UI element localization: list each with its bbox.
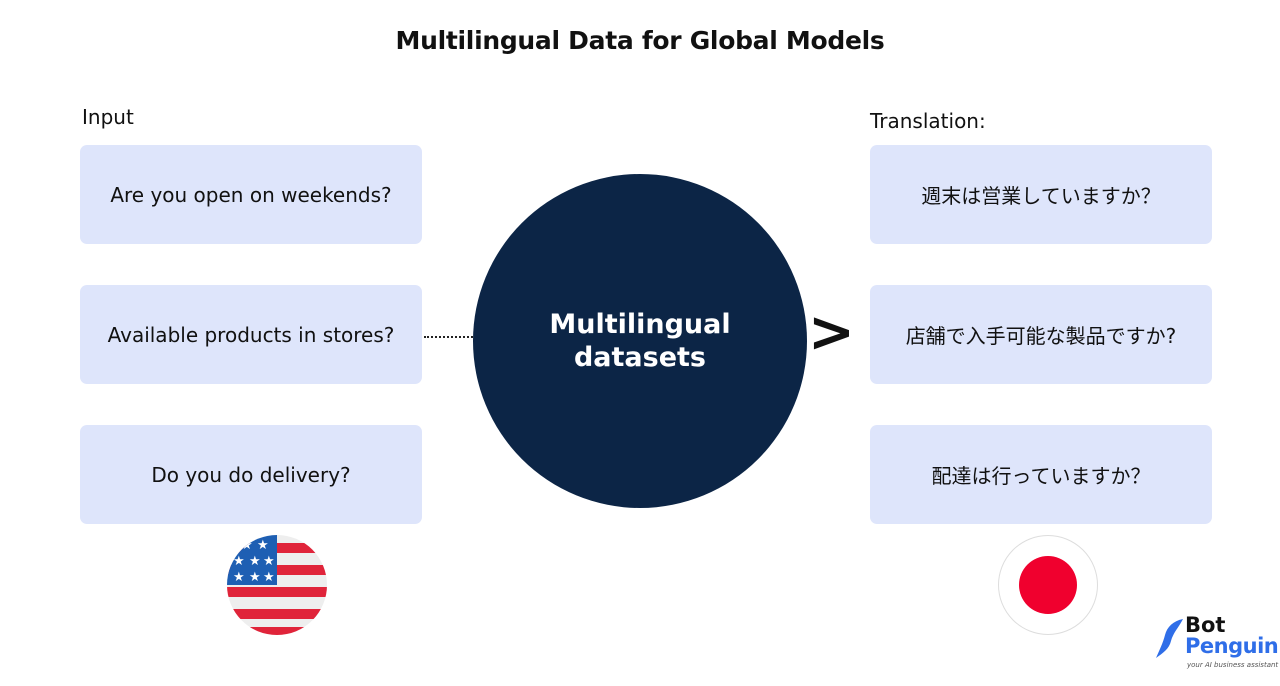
logo-penguin: Penguin xyxy=(1185,634,1279,658)
svg-text:★: ★ xyxy=(257,538,269,553)
translation-box: 配達は行っていますか？ xyxy=(870,425,1212,524)
translation-box: 店舗で入手可能な製品ですか? xyxy=(870,285,1212,384)
page-title: Multilingual Data for Global Models xyxy=(395,26,885,55)
logo-bot: Bot xyxy=(1185,613,1226,637)
penguin-icon xyxy=(1156,619,1183,658)
us-flag-icon: ★★ ★★★ ★★★ xyxy=(227,535,327,635)
logo-tagline: your AI business assistant xyxy=(1187,661,1279,669)
input-box: Do you do delivery? xyxy=(80,425,422,524)
svg-text:★: ★ xyxy=(263,570,275,585)
svg-text:★: ★ xyxy=(233,554,245,569)
input-label: Input xyxy=(82,105,134,129)
input-box: Available products in stores? xyxy=(80,285,422,384)
svg-text:★: ★ xyxy=(249,570,261,585)
translation-label: Translation: xyxy=(870,109,986,133)
center-line1: Multilingual xyxy=(549,309,731,340)
svg-text:★: ★ xyxy=(241,538,253,553)
botpenguin-logo: Bot Penguin your AI business assistant xyxy=(1155,613,1279,675)
dotted-connector xyxy=(424,336,473,338)
input-box: Are you open on weekends? xyxy=(80,145,422,244)
svg-text:★: ★ xyxy=(249,554,261,569)
svg-text:★: ★ xyxy=(263,554,275,569)
svg-text:★: ★ xyxy=(233,570,245,585)
translation-box: 週末は営業していますか？ xyxy=(870,145,1212,244)
center-line2: datasets xyxy=(573,342,707,373)
arrow-icon: > xyxy=(808,300,855,365)
japan-flag-icon xyxy=(998,535,1098,635)
